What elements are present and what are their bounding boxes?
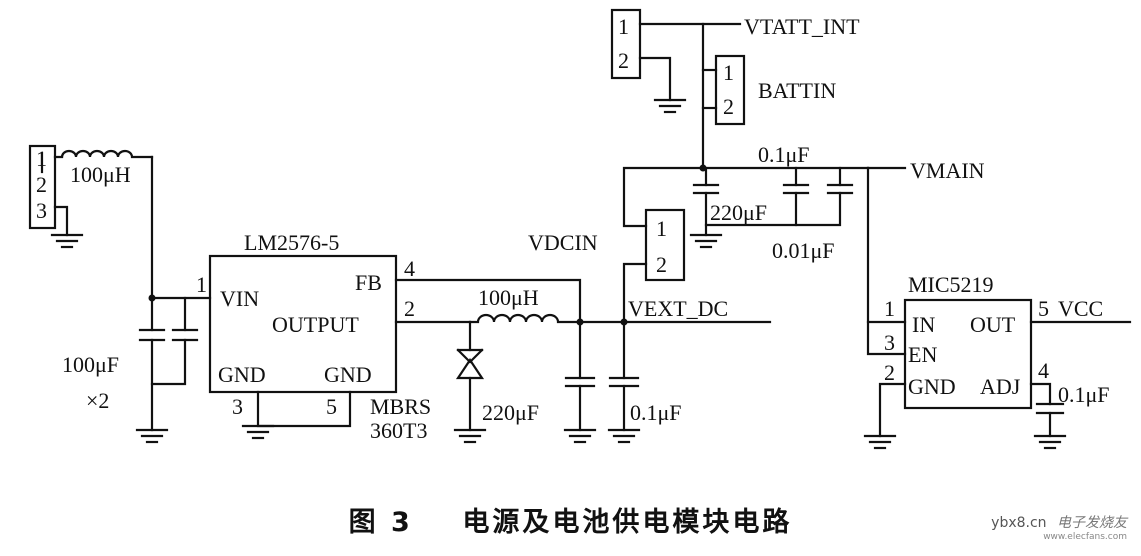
pin-number: 2 bbox=[36, 172, 47, 197]
pin-number: 1 bbox=[618, 14, 629, 39]
figure-number: 图 3 bbox=[348, 507, 413, 538]
figure-caption: 图 3 电源及电池供电模块电路 bbox=[0, 500, 1141, 539]
inductor-label: 100μH bbox=[70, 162, 131, 187]
ground-symbol bbox=[135, 428, 169, 444]
inductor-label: 100μH bbox=[478, 285, 539, 310]
capacitor-mult-label: ×2 bbox=[86, 388, 109, 413]
capacitor-label: 0.01μF bbox=[772, 238, 835, 263]
pin-number: 2 bbox=[404, 296, 415, 321]
pin-label: EN bbox=[908, 342, 937, 367]
lm2576-name: LM2576-5 bbox=[244, 230, 339, 255]
pin-number: 2 bbox=[656, 252, 667, 277]
junction-dot bbox=[576, 318, 584, 326]
pin-label: VIN bbox=[220, 286, 259, 311]
diode-label: 360T3 bbox=[370, 418, 427, 443]
pin-label: FB bbox=[355, 270, 382, 295]
output-inductor bbox=[468, 313, 582, 324]
pin-number: 2 bbox=[618, 48, 629, 73]
ground-symbol bbox=[1033, 434, 1067, 450]
pin-number: 3 bbox=[884, 330, 895, 355]
mic5219-chip bbox=[903, 298, 1033, 410]
capacitor-label: 0.1μF bbox=[758, 142, 810, 167]
watermark: ybx8.cn 电子发烧友 www.elecfans.com bbox=[991, 512, 1127, 542]
ground-symbol bbox=[453, 428, 487, 444]
junction-dot bbox=[699, 164, 707, 172]
capacitor-label: 220μF bbox=[482, 400, 539, 425]
net-label-battin: BATTIN bbox=[758, 78, 836, 103]
output-capacitors bbox=[564, 320, 640, 432]
pin-number: 3 bbox=[232, 394, 243, 419]
pin-label: GND bbox=[324, 362, 372, 387]
junction-dot bbox=[620, 318, 628, 326]
pin-number: 1 bbox=[36, 146, 47, 171]
capacitor-label: 0.1μF bbox=[630, 400, 682, 425]
capacitor-label: 100μF bbox=[62, 352, 119, 377]
input-inductor bbox=[53, 149, 154, 300]
capacitor-label: 0.1μF bbox=[1058, 382, 1110, 407]
pin-label: GND bbox=[218, 362, 266, 387]
pin-number: 2 bbox=[884, 360, 895, 385]
vtatt-connector bbox=[610, 8, 742, 102]
pin-number: 3 bbox=[36, 198, 47, 223]
pin-number: 1 bbox=[656, 216, 667, 241]
net-label-vmain: VMAIN bbox=[910, 158, 985, 183]
pin-label: OUTPUT bbox=[272, 312, 359, 337]
junction-dot bbox=[148, 294, 156, 302]
capacitor-label: 220μF bbox=[710, 200, 767, 225]
input-connector bbox=[28, 144, 57, 230]
pin-label: GND bbox=[908, 374, 956, 399]
pin-label: OUT bbox=[970, 312, 1016, 337]
adj-capacitor bbox=[1029, 382, 1065, 438]
diode-label: MBRS bbox=[370, 394, 431, 419]
ground-symbol bbox=[563, 428, 641, 444]
vdcin-connector bbox=[622, 166, 870, 324]
pin-number: 1 bbox=[196, 272, 207, 297]
watermark-url: www.elecfans.com bbox=[1043, 532, 1127, 542]
pin-label: ADJ bbox=[980, 374, 1021, 399]
mic5219-name: MIC5219 bbox=[908, 272, 994, 297]
ground-symbol bbox=[50, 233, 84, 249]
pin-number: 4 bbox=[1038, 358, 1049, 383]
lm2576-chip bbox=[208, 254, 398, 394]
pin-number: 4 bbox=[404, 256, 415, 281]
input-capacitors bbox=[138, 296, 199, 432]
figure-title: 电源及电池供电模块电路 bbox=[462, 507, 793, 538]
watermark-logo-text: 电子发烧友 bbox=[1057, 515, 1127, 531]
ground-symbol bbox=[653, 98, 687, 114]
watermark-site: ybx8.cn bbox=[991, 515, 1047, 531]
pin-number: 5 bbox=[326, 394, 337, 419]
pin-number: 2 bbox=[723, 94, 734, 119]
ground-symbol bbox=[863, 434, 897, 450]
pin-number: 5 bbox=[1038, 296, 1049, 321]
battin-connector bbox=[701, 54, 746, 126]
net-label-vdcin: VDCIN bbox=[528, 230, 598, 255]
ground-symbol bbox=[689, 233, 723, 249]
pin-label: IN bbox=[912, 312, 935, 337]
vmain-capacitors bbox=[692, 166, 854, 237]
pin-number: 1 bbox=[884, 296, 895, 321]
pin-number: 1 bbox=[723, 60, 734, 85]
net-label-vcc: VCC bbox=[1058, 296, 1103, 321]
net-label-vext: VEXT_DC bbox=[628, 296, 728, 321]
net-label-vtatt: VTATT_INT bbox=[744, 14, 860, 39]
schottky-diode bbox=[455, 320, 485, 432]
ground-symbol bbox=[241, 424, 275, 440]
